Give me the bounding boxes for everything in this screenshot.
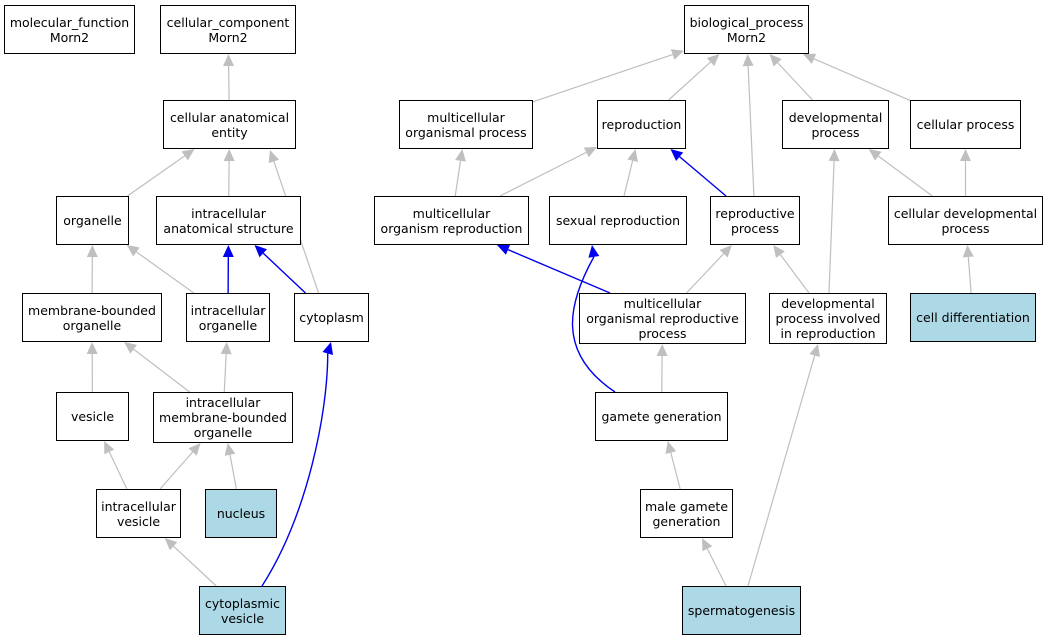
edge-is_a-cv-iv xyxy=(173,545,217,587)
node-cellular-component[interactable]: cellular_component Morn2 xyxy=(160,5,296,54)
arrowhead-dpir-rp xyxy=(773,245,785,258)
node-male-gamete-generation[interactable]: male gamete generation xyxy=(640,489,733,538)
arrowhead-ves-mbo xyxy=(86,342,98,355)
node-cellular-anatomical-entity[interactable]: cellular anatomical entity xyxy=(163,100,296,149)
edge-is_a-iv-imbo xyxy=(159,451,194,490)
arrowhead-mor-mop xyxy=(455,149,466,162)
arrowhead-ias-cae xyxy=(223,149,235,162)
arrowhead-mgg-gg xyxy=(665,441,677,454)
node-multicellular-organismal-process[interactable]: multicellular organismal process xyxy=(399,100,533,149)
node-organelle[interactable]: organelle xyxy=(56,196,129,245)
node-cellular-developmental-process[interactable]: cellular developmental process xyxy=(888,196,1043,245)
edge-part_of-cv-cyt xyxy=(261,353,329,587)
arrowhead-iv-imbo xyxy=(188,443,201,456)
arrowhead-sr-rep xyxy=(627,149,638,162)
arrowhead-sp-mgg xyxy=(702,538,713,552)
arrowhead-cv-cyt xyxy=(322,342,334,356)
arrowhead-cae-cc xyxy=(223,54,235,67)
edge-part_of-rp-rep xyxy=(679,156,727,197)
edge-is_a-imbo-mbo xyxy=(133,348,190,393)
edge-is_a-sp-mgg xyxy=(706,548,727,587)
arrowhead-cdp-cp xyxy=(960,149,971,161)
arrowhead-morp-rp xyxy=(719,245,732,258)
arrowhead-rp-rep xyxy=(670,149,684,161)
edge-is_a-mgg-gg xyxy=(670,452,681,490)
node-intracellular-membrane-bounded-organelle[interactable]: intracellular membrane-bounded organelle xyxy=(153,392,293,443)
node-molecular-function[interactable]: molecular_function Morn2 xyxy=(4,5,135,54)
arrowhead-gg-morp xyxy=(656,344,668,357)
node-cytoplasmic-vesicle[interactable]: cytoplasmic vesicle xyxy=(199,586,286,635)
arrowhead-cp-bp xyxy=(802,53,817,64)
arrowhead-imbo-mbo xyxy=(124,342,137,354)
edge-is_a-rep-bp xyxy=(668,61,711,101)
node-spermatogenesis[interactable]: spermatogenesis xyxy=(682,586,801,635)
node-vesicle[interactable]: vesicle xyxy=(56,392,129,441)
arrowhead-cdp-dev xyxy=(868,149,882,161)
edge-is_a-dpir-rp xyxy=(779,254,810,294)
edge-is_a-cd-cdp xyxy=(967,256,972,294)
arrowhead-sp-dpir xyxy=(809,344,820,358)
edge-is_a-dpir-dev xyxy=(828,160,835,294)
edge-is_a-cae-cc xyxy=(227,65,230,101)
edge-is_a-imbo-io xyxy=(223,353,227,393)
arrowhead-rp-bp xyxy=(742,54,754,67)
arrowhead-io-ias xyxy=(222,245,234,258)
arrowhead-cd-cdp xyxy=(962,245,974,258)
arrowhead-mbo-org xyxy=(86,245,98,258)
edge-is_a-iv-ves xyxy=(108,451,128,490)
edge-is_a-cdp-dev xyxy=(877,155,933,197)
arrowhead-nuc-imbo xyxy=(224,443,236,456)
edge-is_a-sr-rep xyxy=(623,160,634,197)
edge-is_a-io-org xyxy=(136,251,195,294)
edge-is_a-rp-bp xyxy=(747,65,755,197)
edge-is_a-mor-rep xyxy=(499,151,587,197)
edge-is_a-mor-mop xyxy=(454,160,462,197)
arrowhead-org-cae xyxy=(181,149,195,161)
arrowhead-mop-bp xyxy=(670,49,684,60)
edge-is_a-dev-bp xyxy=(777,62,813,101)
arrowhead-io-org xyxy=(126,245,140,257)
node-gamete-generation[interactable]: gamete generation xyxy=(595,392,728,441)
edge-is_a-nuc-imbo xyxy=(229,454,237,490)
node-cellular-process[interactable]: cellular process xyxy=(910,100,1021,149)
arrowhead-iv-ves xyxy=(104,441,115,455)
arrowhead-dev-bp xyxy=(769,54,782,67)
node-nucleus[interactable]: nucleus xyxy=(205,489,277,538)
node-multicellular-organism-reproduction[interactable]: multicellular organism reproduction xyxy=(374,196,529,245)
arrowhead-dpir-dev xyxy=(828,149,840,162)
arrowhead-cyt-ias xyxy=(254,245,268,258)
node-developmental-process-involved-in-reproduction[interactable]: developmental process involved in reprod… xyxy=(769,293,887,344)
arrowhead-morp-mor xyxy=(497,244,511,255)
arrowhead-cv-iv xyxy=(164,538,178,551)
arrowhead-mor-rep xyxy=(583,146,597,158)
node-intracellular-vesicle[interactable]: intracellular vesicle xyxy=(96,489,181,538)
arrowhead-imbo-io xyxy=(220,342,232,355)
node-membrane-bounded-organelle[interactable]: membrane-bounded organelle xyxy=(22,293,162,342)
node-biological-process[interactable]: biological_process Morn2 xyxy=(684,5,809,54)
arrowhead-gg-sr xyxy=(588,245,600,258)
edge-is_a-cp-bp xyxy=(813,58,911,101)
node-intracellular-anatomical-structure[interactable]: intracellular anatomical structure xyxy=(156,196,301,245)
edge-is_a-sp-dpir xyxy=(747,355,816,587)
edge-is_a-mop-bp xyxy=(532,53,673,103)
node-multicellular-organismal-reproductive-process[interactable]: multicellular organismal reproductive pr… xyxy=(579,293,746,344)
node-reproductive-process[interactable]: reproductive process xyxy=(710,196,800,245)
node-intracellular-organelle[interactable]: intracellular organelle xyxy=(186,293,270,342)
edge-part_of-cyt-ias xyxy=(262,252,306,294)
edge-part_of-morp-mor xyxy=(507,249,611,294)
edge-is_a-org-cae xyxy=(127,155,186,197)
node-cytoplasm[interactable]: cytoplasm xyxy=(294,293,369,342)
node-developmental-process[interactable]: developmental process xyxy=(782,100,889,149)
arrowhead-cyt-cae xyxy=(268,150,280,164)
edge-part_of-gg-sr xyxy=(571,256,616,393)
node-reproduction[interactable]: reproduction xyxy=(597,100,686,149)
edge-is_a-morp-rp xyxy=(686,253,725,294)
arrowhead-rep-bp xyxy=(706,54,720,67)
node-cell-differentiation[interactable]: cell differentiation xyxy=(910,293,1036,342)
node-sexual-reproduction[interactable]: sexual reproduction xyxy=(549,196,687,245)
